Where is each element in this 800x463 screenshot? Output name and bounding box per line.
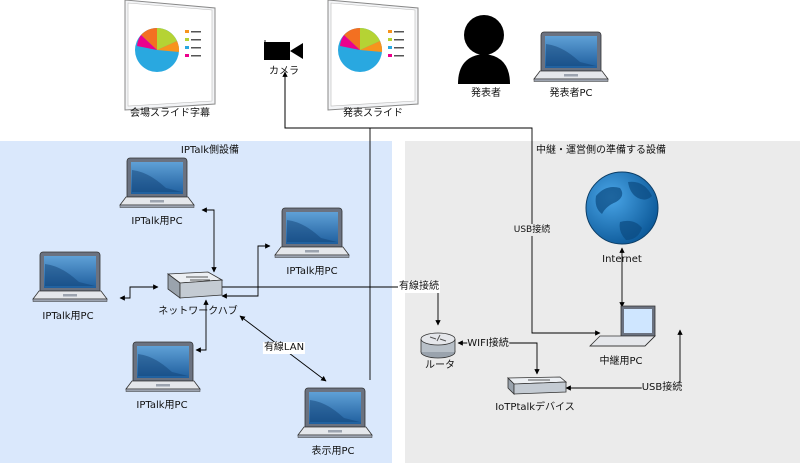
edge-pcleft-hub bbox=[119, 284, 159, 301]
relay-pc-icon bbox=[589, 305, 656, 347]
edge-pc3-hub bbox=[195, 299, 209, 353]
internet-label: Internet bbox=[602, 254, 642, 265]
relay-pc-label: 中継用PC bbox=[599, 356, 643, 367]
router-label: ルータ bbox=[425, 360, 455, 371]
display-pc-label: 表示用PC bbox=[311, 446, 355, 457]
venue-slide-screen-icon bbox=[124, 0, 216, 111]
network-hub-icon bbox=[166, 271, 224, 299]
display-pc-icon bbox=[297, 387, 373, 438]
router-icon bbox=[420, 332, 456, 359]
iptalk-pc-2-label: IPTalk用PC bbox=[286, 266, 338, 277]
network-hub-label: ネットワークハブ bbox=[158, 306, 238, 317]
edge-pc2-hub bbox=[221, 243, 271, 299]
iotptalk-device-label: IoTPtalkデバイス bbox=[495, 402, 575, 413]
internet-globe-icon bbox=[585, 171, 659, 245]
wired-connection-label: 有線接続 bbox=[398, 281, 440, 293]
usb-connection-label-1: USB接続 bbox=[513, 224, 551, 236]
presentation-slide-icon bbox=[327, 0, 419, 111]
wired-lan-label: 有線LAN bbox=[262, 342, 306, 354]
iptalk-pc-3-label: IPTalk用PC bbox=[136, 400, 188, 411]
iptalk-pc-left-label: IPTalk用PC bbox=[42, 311, 94, 322]
presentation-slide-label: 発表スライド bbox=[343, 108, 403, 119]
iptalk-pc-left-icon bbox=[32, 251, 108, 302]
relay-zone-title: 中継・運営側の準備する設備 bbox=[536, 145, 666, 156]
presenter-label: 発表者 bbox=[471, 88, 501, 99]
camera-icon bbox=[264, 42, 303, 60]
iptalk-zone-title: IPTalk側設備 bbox=[180, 145, 240, 156]
edge-usb-camera-relay bbox=[284, 72, 601, 336]
iptalk-pc-1-label: IPTalk用PC bbox=[131, 216, 183, 227]
iptalk-pc-2-icon bbox=[274, 207, 350, 258]
presenter-pc-label: 発表者PC bbox=[549, 88, 593, 99]
camera-label: カメラ bbox=[269, 66, 299, 77]
edge-pc1-hub bbox=[201, 207, 217, 273]
usb-connection-label-2: USB接続 bbox=[641, 382, 683, 394]
iotptalk-device-icon bbox=[507, 376, 568, 395]
wifi-connection-label: WIFI接続 bbox=[467, 338, 509, 350]
venue-slide-label: 会場スライド字幕 bbox=[130, 108, 210, 119]
iptalk-pc-3-icon bbox=[125, 341, 201, 392]
presenter-icon bbox=[458, 15, 510, 84]
iptalk-pc-1-icon bbox=[119, 157, 195, 208]
presenter-pc-icon bbox=[533, 31, 609, 82]
